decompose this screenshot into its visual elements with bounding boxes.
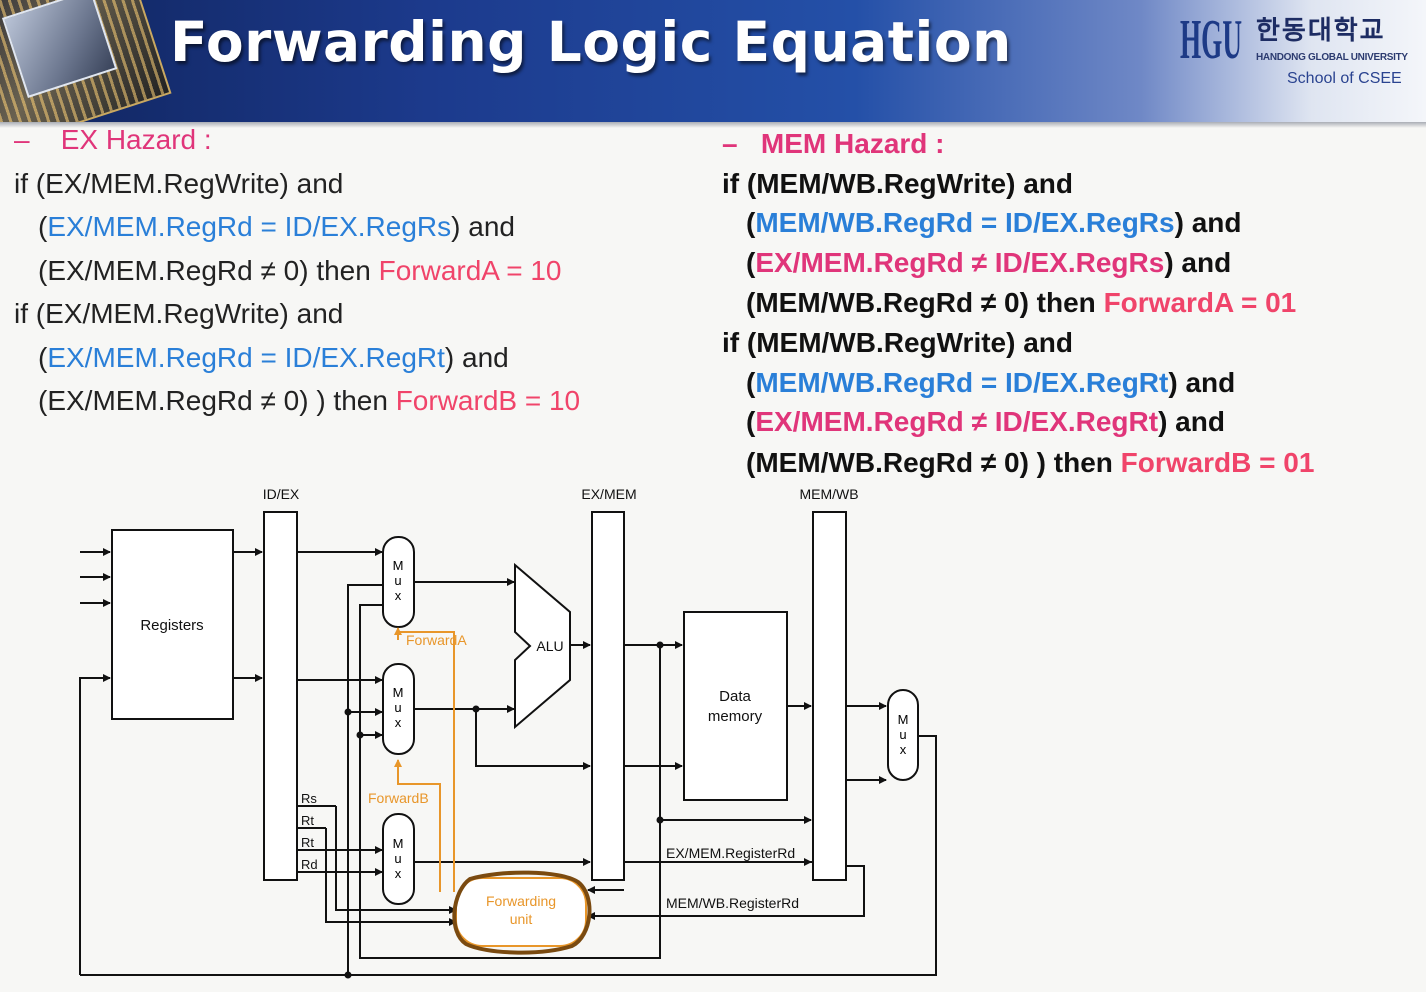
- id-ex-label: ID/EX: [263, 486, 300, 502]
- svg-text:u: u: [899, 727, 906, 742]
- ex-hazard-heading: – EX Hazard :: [14, 124, 212, 155]
- mem-wb-label: MEM/WB: [799, 486, 858, 502]
- svg-text:x: x: [395, 715, 402, 730]
- mem-line-1: if (MEM/WB.RegWrite) and: [722, 168, 1074, 199]
- ex-line-6: (EX/MEM.RegRd ≠ 0) ) then ForwardB = 10: [38, 385, 581, 416]
- mem-line-8: (MEM/WB.RegRd ≠ 0) ) then ForwardB = 01: [746, 447, 1315, 478]
- hgu-logo-icon: HGU: [1180, 9, 1242, 66]
- mem-line-2: (MEM/WB.RegRd = ID/EX.RegRs) and: [746, 207, 1242, 238]
- data-memory: [683, 611, 788, 801]
- mem-line-5: if (MEM/WB.RegWrite) and: [722, 327, 1074, 358]
- svg-text:M: M: [393, 558, 404, 573]
- ex-mem-register: [591, 511, 625, 881]
- svg-text:M: M: [898, 712, 909, 727]
- ex-mem-registerrd-label: EX/MEM.RegisterRd: [666, 845, 795, 861]
- mux-forward-b: M u x: [382, 663, 415, 755]
- ex-line-5: (EX/MEM.RegRd = ID/EX.RegRt) and: [38, 342, 509, 373]
- forwarding-unit-highlight: [452, 870, 592, 955]
- mem-line-7: (EX/MEM.RegRd ≠ ID/EX.RegRt) and: [746, 406, 1225, 437]
- data-memory-label-2: memory: [708, 708, 763, 725]
- register-file: [111, 529, 234, 720]
- mem-hazard-heading: – MEM Hazard :: [722, 128, 945, 159]
- slide-title: Forwarding Logic Equation: [170, 10, 1012, 74]
- svg-text:M: M: [393, 685, 404, 700]
- field-label-rt-1: Rt: [301, 813, 314, 828]
- forwarding-unit-label-1: Forwarding: [486, 893, 556, 909]
- forwarding-unit-label-2: unit: [510, 911, 533, 927]
- forward-a-signal-label: ForwardA: [406, 632, 467, 648]
- svg-text:u: u: [394, 851, 401, 866]
- field-label-rs: Rs: [301, 791, 317, 806]
- register-file-label: Registers: [140, 617, 203, 634]
- svg-text:x: x: [900, 742, 907, 757]
- svg-text:u: u: [394, 573, 401, 588]
- mem-wb-register: [812, 511, 847, 881]
- mem-line-6: (MEM/WB.RegRd = ID/EX.RegRt) and: [746, 367, 1236, 398]
- mux-reg-dst: M u x: [382, 813, 415, 905]
- mem-line-3: (EX/MEM.RegRd ≠ ID/EX.RegRs) and: [746, 247, 1232, 278]
- ex-mem-label: EX/MEM: [581, 486, 636, 502]
- data-memory-label-1: Data: [719, 688, 751, 705]
- mem-wb-registerrd-label: MEM/WB.RegisterRd: [666, 895, 799, 911]
- alu: [514, 562, 571, 730]
- mem-line-4: (MEM/WB.RegRd ≠ 0) then ForwardA = 01: [746, 287, 1297, 318]
- ex-line-4: if (EX/MEM.RegWrite) and: [14, 298, 344, 329]
- svg-text:M: M: [393, 836, 404, 851]
- svg-text:HGU: HGU: [1180, 9, 1242, 66]
- forward-b-signal-label: ForwardB: [368, 790, 429, 806]
- svg-text:x: x: [395, 588, 402, 603]
- mux-writeback: M u x: [887, 689, 919, 781]
- ex-line-3: (EX/MEM.RegRd ≠ 0) then ForwardA = 10: [38, 255, 562, 286]
- svg-text:u: u: [394, 700, 401, 715]
- field-label-rd: Rd: [301, 857, 318, 872]
- university-name-korean: 한동대학교: [1256, 16, 1386, 46]
- school-name: School of CSEE: [1287, 70, 1402, 87]
- svg-text:x: x: [395, 866, 402, 881]
- mux-forward-a: M u x: [382, 536, 415, 628]
- slide-header: Forwarding Logic Equation HGU 한동대학교 HAND…: [0, 0, 1426, 122]
- id-ex-register: [263, 511, 298, 881]
- university-name-english: HANDONG GLOBAL UNIVERSITY: [1256, 52, 1408, 63]
- header-shadow: [0, 122, 1426, 128]
- ex-line-1: if (EX/MEM.RegWrite) and: [14, 168, 344, 199]
- field-label-rt-2: Rt: [301, 835, 314, 850]
- alu-label: ALU: [536, 638, 563, 654]
- ex-line-2: (EX/MEM.RegRd = ID/EX.RegRs) and: [38, 211, 515, 242]
